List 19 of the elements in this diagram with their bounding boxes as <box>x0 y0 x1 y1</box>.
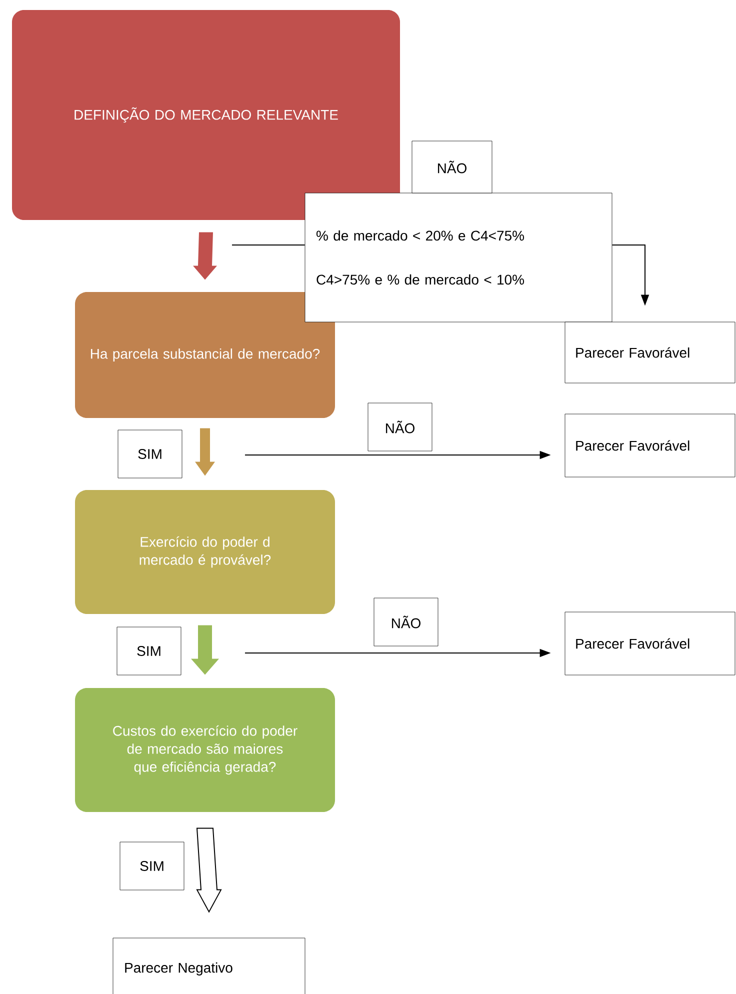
decision-box: Ha parcela substancial de mercado? <box>75 292 335 418</box>
edge-label: SIM <box>116 626 182 676</box>
edge-label: NÃO <box>368 402 432 452</box>
edge-label: SIM <box>118 430 182 478</box>
text-box: NÃO <box>412 140 492 194</box>
block-arrow <box>195 428 215 476</box>
block-arrow <box>191 625 219 675</box>
heading-box: DEFINIÇÃO DO MERCADO RELEVANTE <box>12 10 400 220</box>
block-arrow <box>196 828 222 913</box>
result-box: Parecer Favorável <box>564 414 736 478</box>
edge-label: NÃO <box>374 598 438 646</box>
block-arrow <box>193 232 217 280</box>
edge-label: SIM <box>120 842 184 890</box>
result-box: Parecer Negativo <box>112 938 306 994</box>
result-box: Parecer Favorável <box>564 322 736 384</box>
decision-box: Exercício do poder d mercado é provável? <box>75 490 335 614</box>
connector-line <box>232 244 306 246</box>
decision-box: Custos do exercício do poder de mercado são maiores que eficiência gerada? <box>75 688 335 812</box>
result-box: Parecer Favorável <box>564 612 736 676</box>
